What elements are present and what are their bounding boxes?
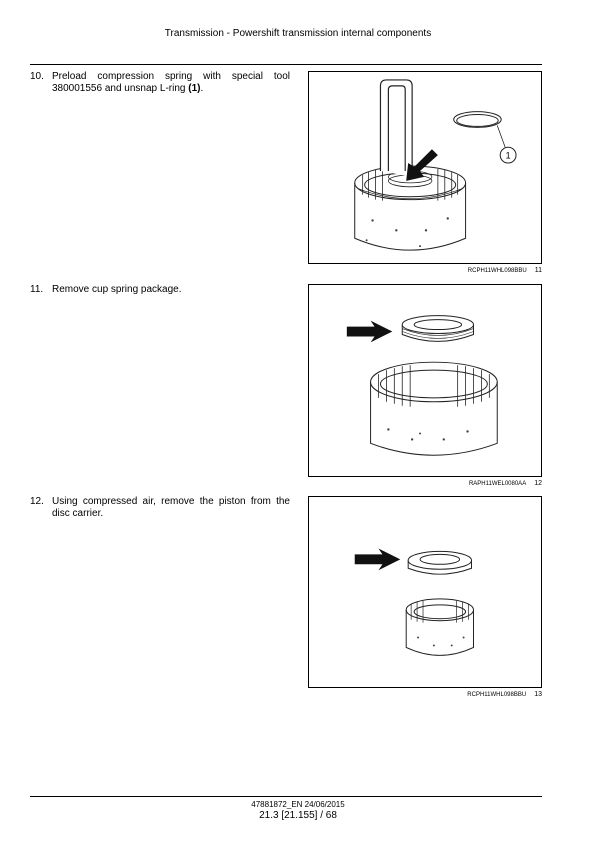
figure-code: RAPH11WEL0080AA — [468, 481, 527, 487]
step-text: Preload compression spring with special … — [52, 71, 290, 94]
figure-number: 11 — [534, 267, 542, 274]
piston-illustration — [354, 548, 474, 656]
figure-number: 13 — [534, 691, 542, 698]
page-header-title: Transmission - Powershift transmission i… — [164, 28, 432, 39]
figure-12-caption: RAPH11WEL0080AA 12 — [308, 480, 542, 487]
spring-tool-illustration: 1 — [354, 79, 517, 251]
step-12: 12. Using compressed air, remove the pis… — [30, 496, 290, 520]
figure-11-caption: RCPH11WHL098BBU 11 — [308, 267, 542, 274]
figure-12-illustration — [308, 284, 542, 477]
callout-circle — [499, 146, 517, 164]
footer-page-number: 21.3 [21.155] / 68 — [259, 810, 337, 821]
figure-code: RCPH11WHL098BBU — [467, 268, 527, 274]
figure-13-caption: RCPH11WHL098BBU 13 — [308, 691, 542, 698]
figure-13-illustration — [308, 496, 542, 688]
footer-doc-info: 47881872_EN 24/06/2015 — [251, 800, 345, 809]
step-text: Using compressed air, remove the piston … — [52, 496, 290, 519]
step-10: 10. Preload compression spring with spec… — [30, 71, 290, 95]
callout-ref: (1) — [188, 83, 201, 94]
footer-rule — [30, 796, 542, 797]
step-11: 11. Remove cup spring package. — [30, 284, 290, 296]
figure-code: RCPH11WHL098BBU — [467, 692, 527, 698]
cup-spring-illustration — [346, 315, 498, 456]
header-rule — [30, 64, 542, 65]
step-text: Remove cup spring package. — [52, 284, 182, 295]
step-number: 12. — [30, 496, 44, 507]
step-number: 11. — [30, 284, 44, 295]
callout-label: 1 — [506, 151, 511, 161]
figure-11-illustration: 1 — [308, 71, 542, 264]
figure-number: 12 — [534, 480, 542, 487]
step-number: 10. — [30, 71, 44, 82]
